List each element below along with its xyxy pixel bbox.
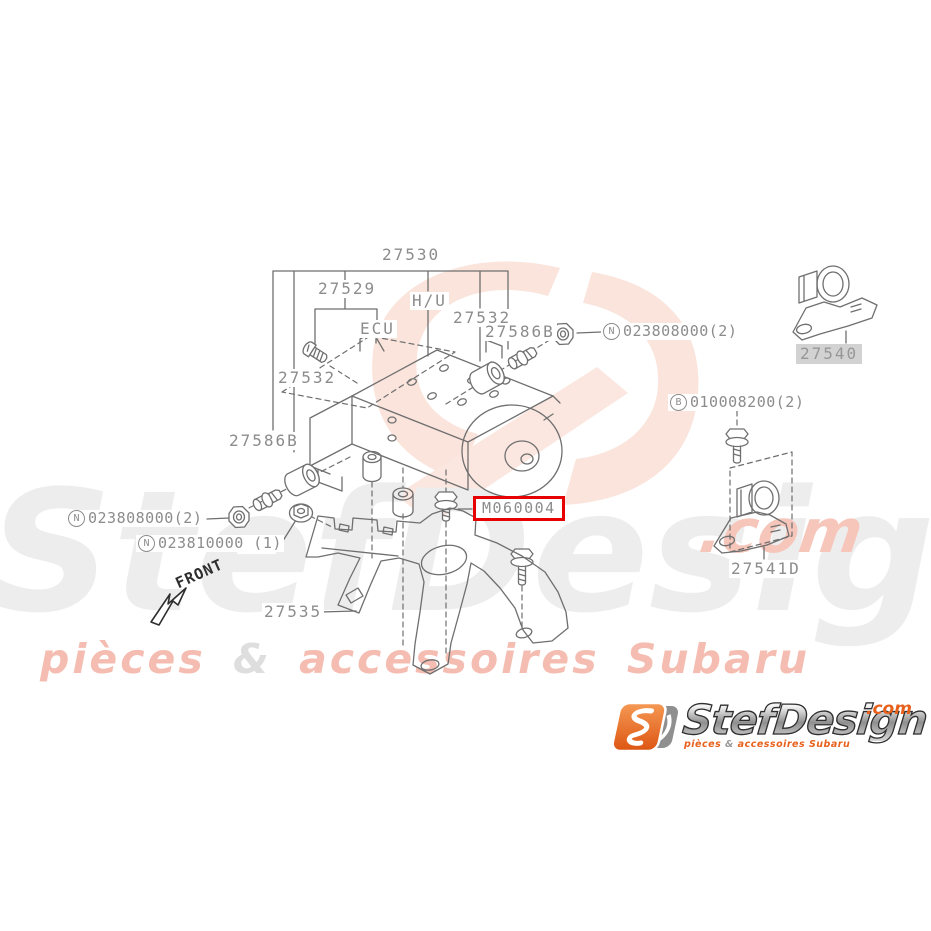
nut-icon — [228, 505, 250, 529]
stud-icon — [507, 347, 538, 370]
hardware-parts — [228, 322, 749, 586]
circled-n-icon: N — [138, 535, 155, 552]
part-label-27540-selected[interactable]: 27540 — [796, 344, 863, 364]
sj-monogram-icon — [611, 701, 681, 753]
bolt-icon — [510, 548, 534, 586]
bracket-27535-drawing — [305, 507, 569, 675]
logo-tagline-ampersand: & — [725, 739, 734, 750]
part-label-27530[interactable]: 27530 — [380, 245, 443, 264]
circled-n-icon: N — [68, 510, 85, 527]
hardware-number: 023810000 (1) — [158, 534, 282, 553]
stefdesign-logo[interactable]: StefDesign .com pièces & accessoires Sub… — [598, 694, 930, 766]
part-label-27541d[interactable]: 27541D — [729, 559, 803, 578]
screw-icon — [302, 341, 328, 363]
label-ecu: ECU — [358, 319, 397, 338]
sensor-27540-drawing — [792, 265, 878, 341]
stud-icon — [252, 489, 283, 512]
hardware-number: 010008200(2) — [690, 393, 805, 412]
hardware-number: 023808000(2) — [623, 322, 738, 341]
sensor-27541d-drawing — [713, 480, 790, 554]
bushing-icon — [284, 463, 320, 497]
bolt-icon — [434, 491, 458, 522]
part-label-27586b-top[interactable]: 27586B — [483, 322, 557, 341]
part-label-27535[interactable]: 27535 — [262, 602, 325, 621]
part-label-m060004-highlighted[interactable]: M060004 — [473, 496, 565, 521]
mount-damper-drawing — [392, 487, 414, 518]
bolt-icon — [725, 428, 749, 464]
circled-b-icon: B — [670, 394, 687, 411]
circled-n-icon: N — [603, 323, 620, 340]
flange-nut-icon — [288, 503, 314, 523]
logo-tld-text: .com — [866, 699, 912, 719]
part-label-27586b-left[interactable]: 27586B — [227, 431, 301, 450]
hardware-number: 023808000(2) — [88, 509, 203, 528]
bushing-icon — [469, 361, 505, 395]
front-arrow-icon — [150, 587, 187, 626]
logo-tagline: pièces & accessoires Subaru — [684, 739, 851, 750]
label-hydraulic-unit: H/U — [410, 291, 449, 310]
part-label-27532-left[interactable]: 27532 — [276, 368, 339, 387]
part-label-27529[interactable]: 27529 — [316, 279, 379, 298]
